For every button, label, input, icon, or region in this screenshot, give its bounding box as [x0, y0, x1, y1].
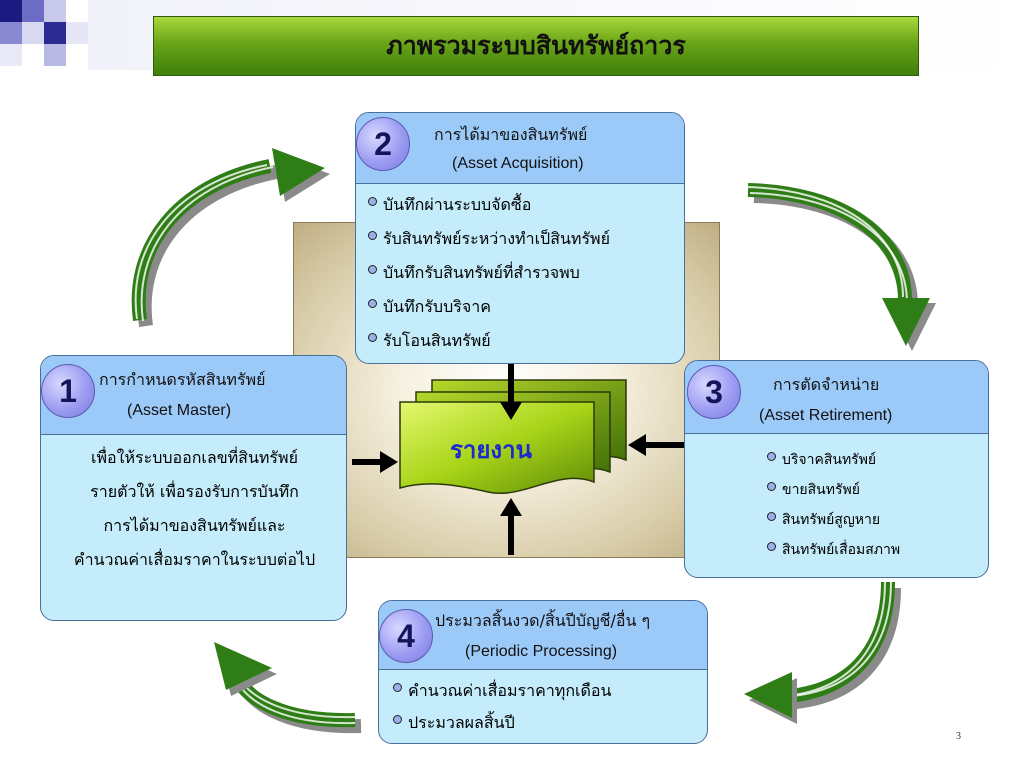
curved-arrow-2-to-3 [745, 183, 936, 351]
corner-square-light [44, 44, 66, 66]
list-item: ประมวลผลสิ้นปี [393, 711, 515, 736]
corner-square-blue [22, 0, 44, 22]
bullet-icon [368, 231, 377, 240]
bullet-icon [767, 511, 776, 521]
curved-arrow-1-to-2 [131, 148, 330, 327]
corner-square-light [66, 22, 88, 44]
report-document-icon [399, 379, 627, 494]
box-header [379, 601, 707, 670]
step-number-1: 1 [41, 364, 95, 418]
bullet-icon [393, 715, 402, 724]
bullet-icon [767, 451, 776, 461]
curved-arrow-4-to-1 [214, 642, 362, 734]
arrow-from-master [352, 451, 398, 473]
box-periodic-processing: 4 ประมวลสิ้นงวด/สิ้นปีบัญชี/อื่น ๆ (Peri… [378, 600, 708, 744]
list-item: บริจาคสินทรัพย์ [767, 449, 876, 471]
title-bar: ภาพรวมระบบสินทรัพย์ถาวร [153, 16, 919, 76]
box-title: ประมวลสิ้นงวด/สิ้นปีบัญชี/อื่น ๆ [435, 611, 651, 630]
page-title: ภาพรวมระบบสินทรัพย์ถาวร [386, 31, 686, 60]
box-asset-acquisition: 2 การได้มาของสินทรัพย์ (Asset Acquisitio… [355, 112, 685, 364]
box-title: การได้มาของสินทรัพย์ [434, 125, 588, 144]
list-item: ขายสินทรัพย์ [767, 479, 860, 501]
step-number-4: 4 [379, 609, 433, 663]
description-line: เพื่อให้ระบบออกเลขที่สินทรัพย์ [91, 448, 298, 467]
corner-square-light [22, 22, 44, 44]
description-line: รายตัวให้ เพื่อรองรับการบันทึก [90, 482, 299, 501]
corner-square-navy [44, 22, 66, 44]
curved-arrow-3-to-4 [744, 581, 901, 724]
box-title: การตัดจำหน่าย [773, 375, 880, 394]
box-asset-master: 1 การกำหนดรหัสสินทรัพย์ (Asset Master) เ… [40, 355, 347, 621]
box-asset-retirement: 3 การตัดจำหน่าย (Asset Retirement) บริจา… [684, 360, 989, 578]
step-number-3: 3 [687, 365, 741, 419]
box-title: การกำหนดรหัสสินทรัพย์ [99, 370, 266, 389]
list-item: บันทึกรับสินทรัพย์ที่สำรวจพบ [368, 261, 580, 286]
box-subtitle: (Periodic Processing) [465, 643, 618, 660]
list-item: บันทึกผ่านระบบจัดซื้อ [368, 193, 531, 218]
arrow-from-periodic [500, 498, 522, 555]
corner-square-light [0, 44, 22, 66]
step-number-2: 2 [356, 117, 410, 171]
box-subtitle: (Asset Master) [127, 402, 232, 419]
bullet-icon [767, 481, 776, 491]
list-item: สินทรัพย์สูญหาย [767, 509, 880, 531]
bullet-icon [368, 197, 377, 206]
bullet-icon [767, 541, 776, 551]
bullet-icon [368, 299, 377, 308]
bullet-icon [368, 333, 377, 342]
corner-square-navy [0, 0, 22, 22]
box-subtitle: (Asset Acquisition) [452, 155, 584, 172]
page-number: 3 [956, 731, 961, 742]
description-line: การได้มาของสินทรัพย์และ [103, 516, 286, 535]
list-item: บันทึกรับบริจาค [368, 295, 491, 320]
bullet-icon [393, 683, 402, 692]
list-item: รับสินทรัพย์ระหว่างทำเป็สินทรัพย์ [368, 227, 610, 252]
arrow-from-acquisition [500, 358, 522, 420]
corner-square-blue [0, 22, 22, 44]
list-item: คำนวณค่าเสื่อมราคาทุกเดือน [393, 679, 611, 704]
description-line: คำนวณค่าเสื่อมราคาในระบบต่อไป [73, 550, 316, 569]
report-label: รายงาน [450, 436, 533, 464]
list-item: รับโอนสินทรัพย์ [368, 329, 491, 354]
box-header [356, 113, 684, 184]
bullet-icon [368, 265, 377, 274]
arrow-from-retirement [628, 434, 684, 456]
list-item: สินทรัพย์เสื่อมสภาพ [767, 539, 900, 561]
corner-square-light [44, 0, 66, 22]
box-subtitle: (Asset Retirement) [759, 407, 893, 424]
